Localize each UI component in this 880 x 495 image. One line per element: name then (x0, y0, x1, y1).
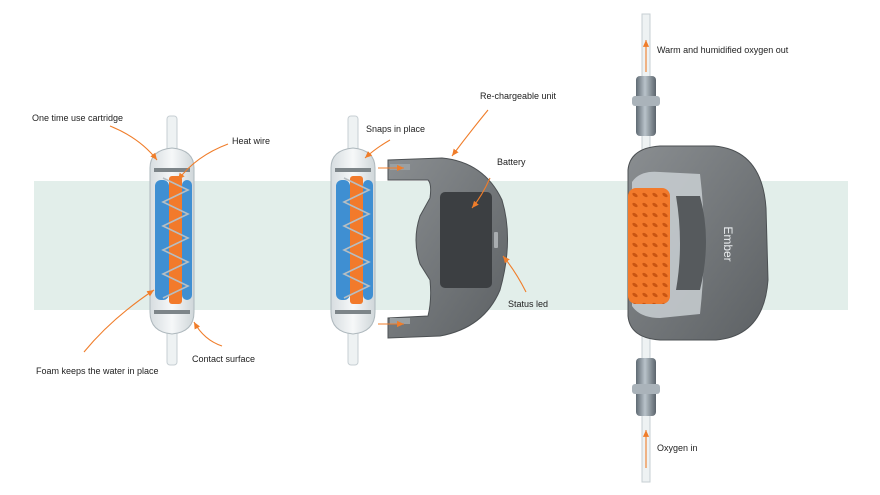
arrow-rechargeable (451, 109, 489, 157)
assembled-device: Ember (627, 13, 769, 483)
cartridge-middle-foam-right (363, 180, 373, 300)
status-led (494, 232, 498, 248)
cartridge-middle (330, 115, 376, 366)
label-status-led: Status led (508, 299, 549, 309)
cartridge-left-foam-right (182, 180, 192, 300)
device-mesh-heater (628, 188, 670, 304)
label-contact: Contact surface (192, 354, 256, 364)
cartridge-left-contact-bottom (154, 310, 190, 314)
arrow-battery (471, 177, 491, 209)
arrow-snaps (364, 139, 391, 159)
outlet-connector (632, 76, 660, 136)
label-cartridge: One time use cartridge (32, 113, 124, 123)
inlet-connector (632, 358, 660, 416)
unit-contact-top (390, 164, 410, 170)
arrow-heat-wire (177, 143, 229, 181)
label-foam: Foam keeps the water in place (36, 366, 159, 376)
cartridge-left-heat-core (169, 176, 182, 304)
cartridge-left-heat-wire (161, 177, 190, 299)
label-rechargeable: Re-chargeable unit (480, 91, 557, 101)
cartridge-middle-heat-wire (342, 177, 371, 299)
unit-contact-bottom (390, 318, 410, 324)
label-battery: Battery (497, 157, 526, 167)
cartridge-middle-contact-bottom (335, 310, 371, 314)
device-handle (676, 196, 706, 290)
battery-block (440, 192, 492, 288)
cartridge-left-contact-top (154, 168, 190, 172)
arrow-cartridge (109, 125, 158, 161)
label-oxygen-out: Warm and humidified oxygen out (657, 45, 789, 55)
cartridge-middle-contact-top (335, 168, 371, 172)
brand-text: Ember (721, 226, 735, 261)
arrow-status-led (502, 255, 527, 293)
cartridge-left (149, 115, 195, 366)
arrow-foam (83, 289, 155, 353)
cartridge-middle-foam-left (336, 180, 350, 300)
cartridge-left-foam-left (155, 180, 169, 300)
label-heat-wire: Heat wire (232, 136, 271, 146)
cartridge-middle-heat-core (350, 176, 363, 304)
arrow-contact (193, 321, 223, 347)
label-snaps: Snaps in place (366, 124, 426, 134)
label-oxygen-in: Oxygen in (657, 443, 698, 453)
